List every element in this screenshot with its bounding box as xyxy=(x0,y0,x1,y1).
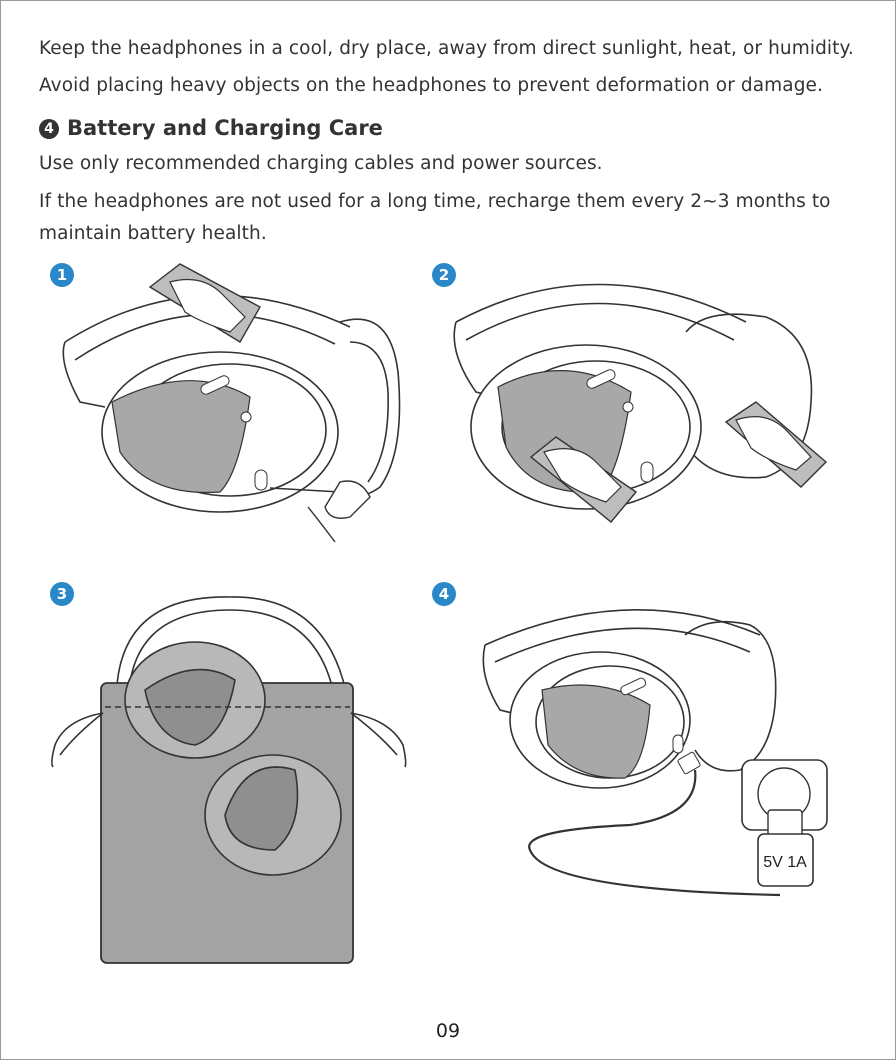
drawstring-left xyxy=(52,713,103,767)
usb-plug xyxy=(677,752,701,775)
care-text-line-5: maintain battery health. xyxy=(39,223,267,244)
figure-clean-headband-brush xyxy=(50,252,410,552)
section-heading-text: Battery and Charging Care xyxy=(67,116,383,140)
hand-icon-right xyxy=(726,402,826,487)
care-text-line-1: Keep the headphones in a cool, dry place… xyxy=(39,38,854,59)
figure-wipe-earcup xyxy=(436,252,836,552)
charger-label: 5V 1A xyxy=(763,854,807,871)
figure-storage-bag xyxy=(45,595,415,970)
step-badge-4: 4 xyxy=(432,582,456,606)
care-text-line-4: If the headphones are not used for a lon… xyxy=(39,191,831,212)
care-text-line-3: Use only recommended charging cables and… xyxy=(39,153,603,174)
figure-charging: 5V 1A xyxy=(470,590,840,910)
section-heading: 4 Battery and Charging Care xyxy=(39,116,383,140)
drawstring-right xyxy=(351,713,406,767)
page-number: 09 xyxy=(0,1020,896,1042)
hand-icon xyxy=(150,264,260,342)
section-number-badge: 4 xyxy=(39,119,59,139)
care-text-line-2: Avoid placing heavy objects on the headp… xyxy=(39,75,823,96)
